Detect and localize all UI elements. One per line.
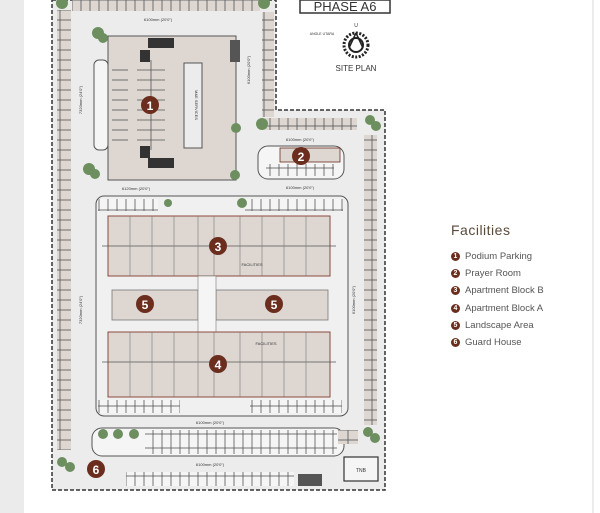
parking-row-bottom <box>126 472 294 486</box>
prayer-room-building <box>279 147 341 163</box>
legend-item: 1 Podium Parking <box>451 248 544 265</box>
number-icon: 2 <box>451 269 460 279</box>
dim-bottom-upper: 6100mm (20'0") <box>196 420 225 425</box>
marker-5b: 5 <box>271 298 278 312</box>
legend-label: Landscape Area <box>465 319 534 331</box>
north-label: U <box>354 23 358 29</box>
marker-3: 3 <box>215 240 222 254</box>
legend-label: Guard House <box>465 337 522 349</box>
number-icon: 1 <box>451 252 460 262</box>
number-icon: 4 <box>451 303 460 313</box>
phase-title-box <box>299 0 391 14</box>
trees <box>56 0 381 472</box>
parking-row-right <box>364 135 377 425</box>
legend-label: Apartment Block B <box>465 285 544 297</box>
landscape-area-left <box>111 289 199 321</box>
dim-below-1: 6120mm (20'0") <box>122 186 151 191</box>
dim-right-lower: 6100mm (20'0") <box>351 285 356 314</box>
marker-4: 4 <box>215 358 222 372</box>
right-divider <box>592 0 594 513</box>
north-note: ANGLE UTARA <box>310 32 335 36</box>
dim-between-1-2: 6100mm (20'0") <box>286 137 315 142</box>
legend-item: 6 Guard House <box>451 334 544 351</box>
parking-row-left <box>57 10 71 450</box>
facilities-a-label: FACILITIES <box>255 341 276 346</box>
parking-row-prayer-top <box>265 118 357 130</box>
phase-title: PHASE A6 <box>314 0 377 14</box>
marker-6: 6 <box>93 463 100 477</box>
marker-5a: 5 <box>142 298 149 312</box>
dim-bottom-lower: 6100mm (20'0") <box>196 462 225 467</box>
left-margin-strip <box>0 0 24 513</box>
mae-services-room <box>183 62 203 149</box>
dim-top: 6100mm (20'0") <box>144 17 173 22</box>
north-arrow-icon <box>342 31 370 59</box>
dim-left-upper: 7320mm (24'0") <box>78 85 83 114</box>
dim-right-upper: 6100mm (20'0") <box>246 55 251 84</box>
legend-item: 5 Landscape Area <box>451 317 544 334</box>
site-plan-label: SITE PLAN <box>336 64 377 73</box>
parking-row-top <box>72 0 260 11</box>
tnb-label: TNB <box>356 468 367 474</box>
marker-1: 1 <box>147 99 154 113</box>
dim-below-2: 6100mm (20'0") <box>286 185 315 190</box>
number-icon: 6 <box>451 338 460 348</box>
parking-row-right-upper <box>262 12 274 117</box>
facilities-b-label: FACILITIES <box>241 262 262 267</box>
legend-label: Podium Parking <box>465 251 533 263</box>
tnb-substation <box>343 456 379 482</box>
legend-title: Facilities <box>451 222 511 238</box>
dim-left-lower: 7320mm (24'0") <box>78 295 83 324</box>
legend-item: 3 Apartment Block B <box>451 282 544 299</box>
mae-services-label: M&E SERVICES <box>194 90 199 120</box>
legend-item: 2 Prayer Room <box>451 265 544 282</box>
markers <box>87 96 310 478</box>
legend-label: Prayer Room <box>465 268 521 280</box>
podium-parking-building <box>107 35 237 181</box>
number-icon: 3 <box>451 286 460 296</box>
legend-item: 4 Apartment Block A <box>451 300 544 317</box>
number-icon: 5 <box>451 320 460 330</box>
marker-2: 2 <box>298 150 305 164</box>
legend-label: Apartment Block A <box>465 302 544 314</box>
